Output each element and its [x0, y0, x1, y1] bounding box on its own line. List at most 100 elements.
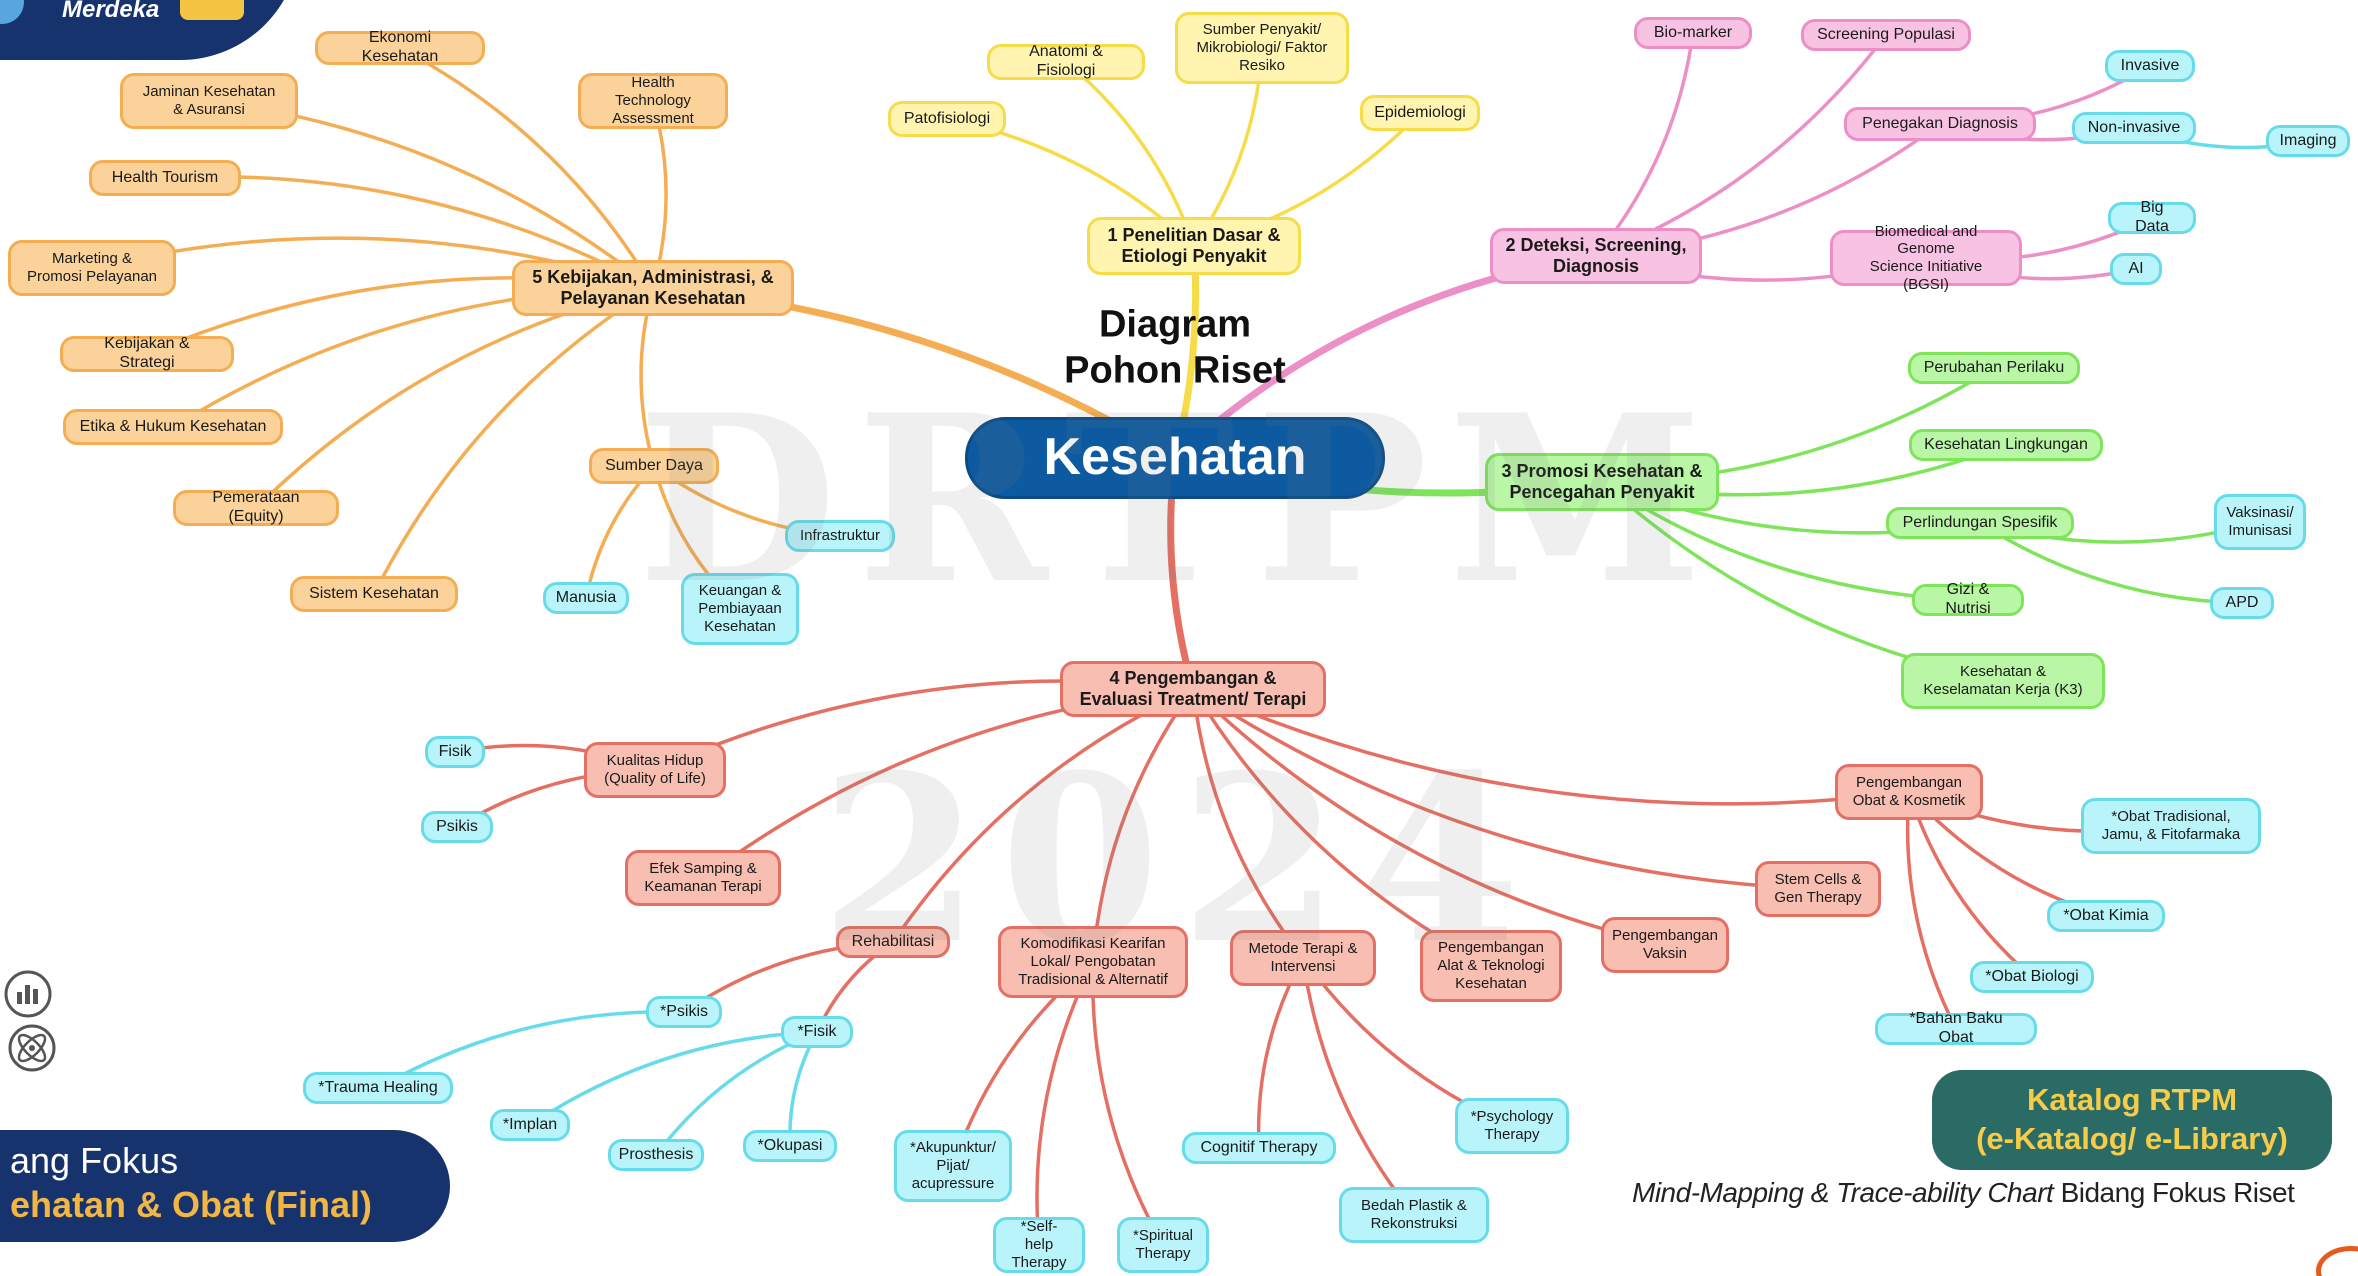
topic-node-r8[interactable]: Stem Cells & Gen Therapy [1755, 861, 1881, 917]
topic-node-rc7[interactable]: Prosthesis [608, 1139, 704, 1171]
topic-node-r7[interactable]: Pengembangan Vaksin [1601, 917, 1729, 973]
connector-r5-rc13 [1301, 956, 1416, 1217]
topic-node-o7[interactable]: Etika & Hukum Kesehatan [63, 409, 283, 445]
topic-node-rc9[interactable]: *Akupunktur/ Pijat/ acupressure [894, 1130, 1012, 1202]
connector-rc3-rc5 [376, 1009, 686, 1090]
connector-b5-o1 [398, 46, 655, 290]
topic-node-o10[interactable]: Sumber Daya [589, 448, 719, 484]
connector-b2-p1 [1594, 31, 1695, 258]
topic-node-o2[interactable]: Jaminan Kesehatan & Asuransi [120, 73, 298, 129]
connector-b4-r9 [1191, 687, 1911, 806]
topic-node-r2[interactable]: Efek Samping & Keamanan Terapi [625, 850, 781, 906]
topic-node-rc15[interactable]: *Obat Tradisional, Jamu, & Fitofarmaka [2081, 798, 2261, 854]
topic-node-oc2[interactable]: Manusia [543, 582, 629, 614]
topic-node-o5[interactable]: Marketing & Promosi Pelayanan [8, 240, 176, 296]
topic-node-pc1[interactable]: Invasive [2105, 50, 2195, 82]
topic-node-p4[interactable]: Biomedical and Genome Science Initiative… [1830, 223, 2022, 293]
topic-node-rc16[interactable]: *Obat Kimia [2047, 900, 2165, 932]
connector-b4-r8 [1191, 687, 1820, 891]
connector-g3-gc2 [1978, 521, 2244, 605]
topic-node-r6[interactable]: Pengembangan Alat & Teknologi Kesehatan [1420, 930, 1562, 1002]
topic-node-rc2[interactable]: Psikis [421, 811, 493, 843]
connector-rc4-rc8 [788, 1030, 819, 1148]
topic-node-o1[interactable]: Ekonomi Kesehatan [315, 29, 485, 65]
topic-node-pc3[interactable]: Imaging [2266, 125, 2350, 157]
topic-node-rc1[interactable]: Fisik [425, 736, 485, 768]
connector-b4-r4 [1091, 687, 1195, 964]
topic-node-o8[interactable]: Pemerataan (Equity) [173, 489, 339, 526]
topic-node-rc6[interactable]: *Implan [490, 1109, 570, 1141]
topic-node-rc3[interactable]: *Psikis [646, 996, 722, 1028]
topic-node-r1[interactable]: Kualitas Hidup (Quality of Life) [584, 742, 726, 798]
topic-node-o9[interactable]: Sistem Kesehatan [290, 576, 458, 612]
connector-b4-r2 [701, 687, 1195, 880]
chart-icon [4, 970, 52, 1018]
focus-banner-line1: ang Fokus [10, 1140, 179, 1181]
corner-decoration [2316, 1246, 2358, 1276]
connector-r4-rc10 [1035, 960, 1095, 1247]
topic-node-rc18[interactable]: *Bahan Baku Obat [1875, 1010, 2037, 1046]
research-focus-banner: ang Fokus ehatan & Obat (Final) [0, 1130, 450, 1242]
connector-b4-r5 [1191, 687, 1305, 960]
topic-node-p1[interactable]: Bio-marker [1634, 17, 1752, 49]
topic-node-y2[interactable]: Anatomi & Fisiologi [987, 43, 1145, 80]
topic-node-g4[interactable]: Gizi & Nutrisi [1912, 581, 2024, 617]
topic-node-rc5[interactable]: *Trauma Healing [303, 1072, 453, 1104]
atom-icon [8, 1024, 56, 1072]
topic-node-o4[interactable]: Health Tourism [89, 160, 241, 196]
topic-node-r9[interactable]: Pengembangan Obat & Kosmetik [1835, 764, 1983, 820]
topic-node-rc14[interactable]: *Psychology Therapy [1455, 1098, 1569, 1154]
topic-node-p2[interactable]: Screening Populasi [1801, 19, 1971, 51]
branch-node-b5[interactable]: 5 Kebijakan, Administrasi, & Pelayanan K… [512, 260, 794, 316]
topic-node-y4[interactable]: Epidemiologi [1360, 95, 1480, 131]
topic-node-r4[interactable]: Komodifikasi Kearifan Lokal/ Pengobatan … [998, 926, 1188, 998]
topic-node-oc3[interactable]: Keuangan & Pembiayaan Kesehatan [681, 573, 799, 645]
branch-node-b1[interactable]: 1 Penelitian Dasar & Etiologi Penyakit [1087, 217, 1301, 275]
mind-map-caption: Mind-Mapping & Trace-ability Chart Bidan… [1632, 1177, 2295, 1209]
side-icons [4, 970, 56, 1072]
topic-node-pc4[interactable]: Big Data [2108, 199, 2196, 235]
branch-node-b3[interactable]: 3 Promosi Kesehatan & Pencegahan Penyaki… [1485, 453, 1719, 511]
logo-text: Merdeka [62, 0, 160, 23]
topic-node-gc2[interactable]: APD [2210, 587, 2274, 619]
topic-node-g5[interactable]: Kesehatan & Keselamatan Kerja (K3) [1901, 653, 2105, 709]
topic-node-gc1[interactable]: Vaksinasi/ Imunisasi [2214, 494, 2306, 550]
topic-node-rc13[interactable]: Bedah Plastik & Rekonstruksi [1339, 1187, 1489, 1243]
katalog-subtitle: (e-Katalog/ e-Library) [1976, 1121, 2288, 1156]
connector-rc4-rc6 [528, 1030, 819, 1127]
topic-node-p3[interactable]: Penegakan Diagnosis [1844, 107, 2036, 141]
topic-node-g2[interactable]: Kesehatan Lingkungan [1909, 429, 2103, 461]
topic-node-o6[interactable]: Kebijakan & Strategi [60, 335, 234, 372]
topic-node-rc17[interactable]: *Obat Biologi [1970, 961, 2094, 993]
caption-italic: Mind-Mapping & Trace-ability Chart [1632, 1177, 2054, 1208]
topic-node-pc2[interactable]: Non-invasive [2072, 112, 2196, 144]
topic-node-rc12[interactable]: Cognitif Therapy [1182, 1132, 1336, 1164]
topic-node-oc1[interactable]: Infrastruktur [785, 520, 895, 552]
connector-r4-rc11 [1090, 960, 1165, 1247]
connector-r9-rc18 [1905, 790, 1958, 1031]
connector-b2-p2 [1594, 33, 1888, 258]
caption-plain: Bidang Fokus Riset [2053, 1177, 2295, 1208]
topic-node-o3[interactable]: Health Technology Assessment [578, 73, 728, 129]
branch-node-b2[interactable]: 2 Deteksi, Screening, Diagnosis [1490, 228, 1702, 284]
central-topic-node[interactable]: Kesehatan [965, 417, 1385, 499]
connector-b5-o9 [372, 286, 655, 596]
topic-node-g3[interactable]: Perlindungan Spesifik [1886, 507, 2074, 539]
topic-node-r3[interactable]: Rehabilitasi [836, 926, 950, 958]
focus-banner-line2: ehatan & Obat (Final) [10, 1184, 373, 1225]
logo-badge [180, 0, 244, 20]
branch-node-b4[interactable]: 4 Pengembangan & Evaluasi Treatment/ Ter… [1060, 661, 1326, 717]
topic-node-pc5[interactable]: AI [2110, 253, 2162, 285]
topic-node-y1[interactable]: Patofisiologi [888, 101, 1006, 137]
topic-node-rc8[interactable]: *Okupasi [743, 1130, 837, 1162]
katalog-rtpm-badge[interactable]: Katalog RTPM (e-Katalog/ e-Library) [1932, 1070, 2332, 1170]
topic-node-y3[interactable]: Sumber Penyakit/ Mikrobiologi/ Faktor Re… [1175, 12, 1349, 84]
katalog-title: Katalog RTPM [2026, 1082, 2238, 1118]
topic-node-g1[interactable]: Perubahan Perilaku [1908, 352, 2080, 384]
topic-node-rc4[interactable]: *Fisik [781, 1016, 853, 1048]
topic-node-r5[interactable]: Metode Terapi & Intervensi [1230, 930, 1376, 986]
diagram-title: Diagram Pohon Riset [1064, 303, 1286, 391]
topic-node-rc11[interactable]: *Spiritual Therapy [1117, 1217, 1209, 1273]
topic-node-rc10[interactable]: *Self-help Therapy [993, 1217, 1085, 1273]
